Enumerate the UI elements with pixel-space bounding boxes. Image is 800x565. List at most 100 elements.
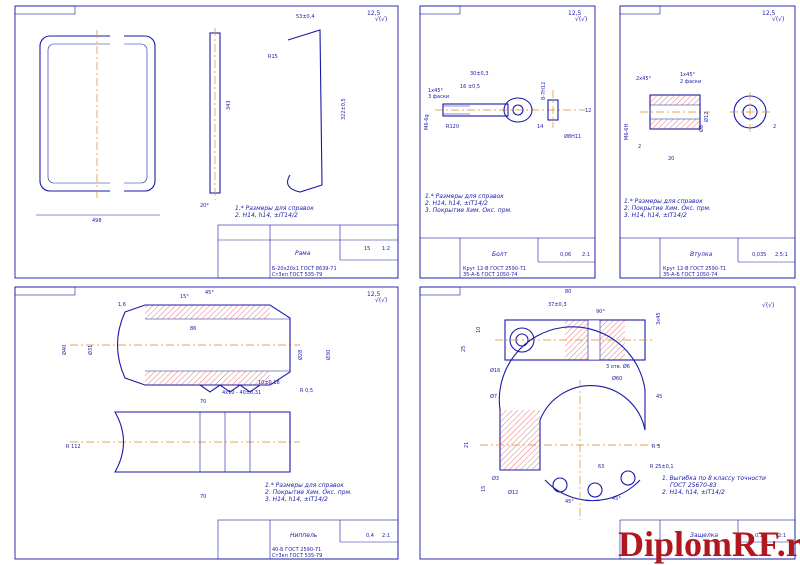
zs-dim-63: 63 [598, 464, 604, 470]
bolt-dim-14: 14 [537, 124, 543, 130]
np-dim-r05: R 0,5 [300, 388, 313, 394]
mass-rama: 15 [364, 246, 370, 252]
zs-dim-d3: Ø3 [492, 475, 499, 482]
note-2: 2. Н14, h14, ±IT14/2 [235, 212, 298, 219]
mass-zashchelka: 0,17 [755, 533, 766, 539]
title-block-bolt: Болт 0,06 2:1 Круг 12-В ГОСТ 2590-71 35-… [419, 237, 596, 279]
np-dim-45: 45° [205, 290, 214, 296]
bolt-dim-chamfer: 1x45° [428, 88, 444, 94]
bolt-shank [442, 103, 509, 117]
roughness-symbol: √(√) [575, 16, 587, 23]
sheet-rama: 12,5 √(√) 498 343 20* 53±0,4 R15 322±0,5… [14, 5, 399, 279]
np-note-1: 1.* Размеры для справок [265, 482, 344, 489]
vt-dim-d12: Ø12 [703, 112, 710, 122]
bolt-dim-m6: M6-6g [424, 114, 430, 130]
scale-bolt: 2:1 [582, 252, 590, 258]
zs-dim-45a: 45° [565, 499, 574, 505]
bolt-dim-r120: R120 [446, 124, 459, 130]
zs-note-2: ГОСТ 25670-83 [670, 482, 717, 489]
bolt-side [547, 99, 559, 121]
scale-rama: 1:2 [382, 246, 390, 252]
np-dim-70b: 70 [200, 494, 206, 500]
dim-343: 343 [226, 100, 232, 110]
dim-322: 322±0,5 [341, 98, 347, 120]
dim-r15: R15 [268, 54, 278, 60]
np-dim-r112: R 112 [66, 444, 81, 450]
sheet-nippel: 12,5 √(√) 1,6 15° 45° 86 Ø40 Ø31 Ø28 Ø30… [14, 286, 399, 560]
note-1: 1.* Размеры для справок [235, 205, 314, 212]
title-block-zashchelka: Защелка 0,17 2:1 [619, 519, 796, 560]
frame-inner [47, 43, 148, 184]
bolt-dim-16: 16 ±0,5 [460, 84, 480, 90]
np-dim-70a: 70 [200, 399, 206, 405]
np-dim-10: 10±0,18 [258, 380, 280, 386]
vt-dim-2fac: 2 фаски [680, 79, 701, 85]
roughness-symbol: √(√) [772, 16, 784, 23]
roughness-bolt: 12,5 [568, 10, 582, 17]
std2-rama: Ст3кп ГОСТ 535-79 [272, 272, 322, 278]
zs-dim-d16: Ø16 [490, 367, 500, 374]
zs-dim-25: 25 [461, 346, 467, 352]
watermark-logo: DiplomRF.ru [618, 524, 800, 564]
zs-dim-37: 37±0,3 [548, 302, 567, 308]
vt-note-3: 3. Н14, h14, ±IT14/2 [624, 212, 687, 219]
vt-dim-20: 20 [668, 156, 674, 162]
bolt-dim-d8: Ø8H11 [564, 133, 581, 140]
std2-nippel: Ст3кп ГОСТ 535-79 [272, 553, 322, 559]
mass-vtulka: 0,035 [752, 252, 766, 258]
zs-dim-d12: Ø12 [508, 489, 518, 496]
roughness-zashchelka: √(√) [762, 302, 774, 309]
profile-curve [287, 29, 323, 193]
np-dim-d31: Ø31 [87, 345, 94, 355]
scale-vtulka: 2,5:1 [775, 252, 788, 258]
dim-498: 498 [92, 218, 102, 224]
zs-dim-21: 21 [464, 442, 470, 448]
zs-dim-80: 80 [565, 289, 571, 295]
zs-dim-15: 15 [481, 486, 487, 492]
zs-dim-90: 90° [596, 309, 605, 315]
bolt-note-2: 2. Н14, h14, ±IT14/2 [425, 200, 488, 207]
std2-bolt: 35-А-Б ГОСТ 1050-74 [463, 272, 517, 278]
np-dim-4x10: 4x10 - 40±0,31 [222, 390, 261, 396]
title-vtulka: Втулка [690, 251, 713, 258]
vt-dim-d8: Ø8 [698, 125, 705, 132]
zs-dim-10: 10 [476, 327, 482, 333]
np-dim-16: 1,6 [118, 302, 126, 308]
sheet-bolt: 12,5 √(√) 30±0,3 1x45° 3 фаски M6-6g 16 … [419, 5, 596, 279]
dim-20: 20* [200, 203, 209, 209]
np-dim-d30: Ø30 [325, 350, 332, 360]
bolt-dim-12: 12 [585, 108, 591, 114]
std-vtulka: Круг 12-В ГОСТ 2590-71 [663, 266, 726, 272]
title-nippel: Ниппель [290, 532, 318, 539]
zs-dim-d60: Ø60 [612, 375, 622, 382]
nipple-side [114, 411, 291, 473]
bolt-note-1: 1.* Размеры для справок [425, 193, 504, 200]
vt-note-2: 2. Покрытие Хим. Окс. прм. [624, 205, 711, 212]
latch-ring-view [498, 326, 646, 471]
mass-bolt: 0,06 [560, 252, 571, 258]
np-dim-15: 15° [180, 294, 189, 300]
zs-dim-r5: R 5 [652, 444, 660, 450]
bolt-note-3: 3. Покрытие Хим. Окс. прм. [425, 207, 512, 214]
zs-note-1: 1. Выгибка по 8 классу точности [662, 475, 766, 482]
zs-note-3: 2. Н14, h14, ±IT14/2 [662, 489, 725, 496]
np-note-2: 2. Покрытие Хим. Окс. прм. [265, 489, 352, 496]
std2-vtulka: 35-А-Б ГОСТ 1050-74 [663, 272, 717, 278]
sheet-zashchelka: √(√) 80 37±0,3 90° 3x45 10 25 Ø16 3 отв.… [419, 286, 796, 560]
title-bolt: Болт [492, 251, 508, 258]
roughness-symbol: √(√) [375, 16, 387, 23]
bolt-dim-30: 30±0,3 [470, 71, 489, 77]
title-zashchelka: Защелка [690, 532, 718, 539]
vt-dim-1x45: 1x45° [680, 72, 696, 78]
bolt-dim-8: 8-7H12 [541, 82, 547, 100]
title-rama: Рама [295, 250, 311, 257]
frame-outer [39, 35, 156, 192]
bolt-dim-3fac: 3 фаски [428, 94, 449, 100]
roughness-vtulka: 12,5 [762, 10, 776, 17]
scale-zashchelka: 2:1 [778, 533, 786, 539]
title-block-nippel: Ниппель 0,4 2:1 40-Б ГОСТ 2590-71 Ст3кп … [217, 519, 399, 560]
np-dim-d28: Ø28 [297, 350, 304, 360]
zs-dim-3otv: 3 отв. Ø6 [606, 363, 630, 370]
